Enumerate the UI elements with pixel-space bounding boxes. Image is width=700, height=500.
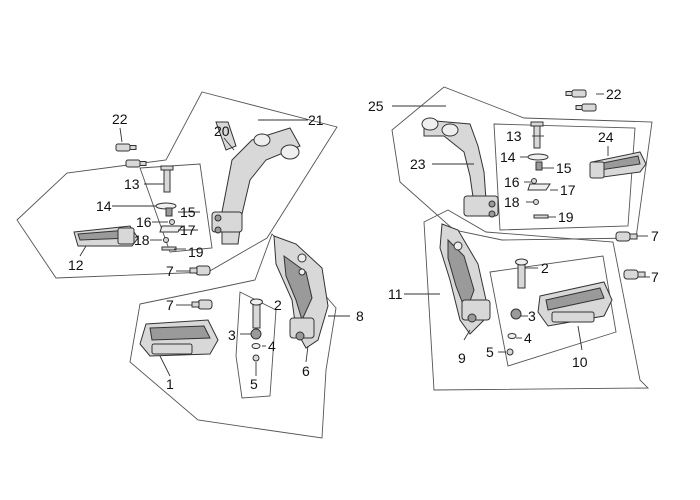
callout-17-left: 17 (180, 222, 196, 238)
bolt-7-left-upper (189, 265, 211, 276)
callout-8: 8 (356, 308, 364, 324)
footrest-10 (537, 281, 613, 327)
bolt-13-right (530, 121, 544, 149)
footrest-24 (589, 151, 647, 179)
spring-15-left (165, 207, 173, 217)
callout-3-right: 3 (528, 308, 536, 324)
callout-20: 20 (214, 123, 230, 139)
callout-4-right: 4 (524, 330, 532, 346)
washer-4-right (507, 333, 517, 339)
left-lower-group-outline (129, 233, 337, 439)
callout-13-right: 13 (506, 128, 522, 144)
plate-17-right (527, 183, 551, 191)
footrest-bracket-9 (439, 223, 491, 335)
callout-22-right: 22 (606, 86, 622, 102)
callout-labels: 22 21 20 13 14 15 16 17 18 19 12 7 7 2 3… (68, 86, 659, 392)
rear-footrest-bracket-left (211, 121, 301, 245)
bolt-13-left (160, 165, 174, 193)
callout-15-right: 15 (556, 160, 572, 176)
pin-2-right (515, 258, 528, 289)
clip-18-right (533, 199, 539, 205)
callout-9: 9 (458, 350, 466, 366)
right-upper-detail-box (493, 123, 636, 231)
callout-4-left: 4 (268, 338, 276, 354)
callout-24: 24 (598, 129, 614, 145)
callout-7-right-upper: 7 (651, 228, 659, 244)
left-lower-detail-box (235, 291, 277, 399)
callout-14-left: 14 (96, 198, 112, 214)
ball-16-left (169, 219, 175, 225)
clip-5-left (252, 354, 260, 362)
spring-15-right (535, 161, 543, 171)
left-upper-detail-box (139, 163, 213, 253)
callout-7-left-lower: 7 (166, 297, 174, 313)
callout-1: 1 (166, 376, 174, 392)
callout-16-left: 16 (136, 214, 152, 230)
spring-3-left (250, 328, 262, 340)
ball-16-right (531, 178, 537, 184)
bolt-22-left-a (115, 143, 137, 152)
callout-2-left: 2 (274, 297, 282, 313)
callout-10: 10 (572, 354, 588, 370)
callout-7-right-lower: 7 (651, 269, 659, 285)
washer-14-right (527, 153, 549, 161)
bolt-22-right-b (575, 103, 597, 112)
leader-lines (79, 93, 650, 377)
callout-5-right: 5 (486, 344, 494, 360)
bolt-22-left-b (125, 159, 147, 168)
callout-22-left: 22 (112, 111, 128, 127)
callout-15-left: 15 (180, 204, 196, 220)
spring-3-right (510, 308, 522, 320)
callout-16-right: 16 (504, 174, 520, 190)
callout-13-left: 13 (124, 176, 140, 192)
callout-5-left: 5 (250, 376, 258, 392)
pin-2-left (250, 298, 263, 329)
footrest-1 (139, 319, 219, 357)
rear-footrest-bracket-right (421, 117, 499, 218)
bolt-7-right-upper (615, 231, 638, 242)
callout-11: 11 (388, 286, 403, 302)
callout-7-left-upper: 7 (166, 263, 174, 279)
callout-17-right: 17 (560, 182, 576, 198)
callout-14-right: 14 (500, 149, 516, 165)
callout-23: 23 (410, 156, 426, 172)
clip-5-right (506, 348, 514, 356)
callout-3-left: 3 (228, 327, 236, 343)
callout-18-right: 18 (504, 194, 520, 210)
callout-19-left: 19 (188, 244, 204, 260)
pin-19-left (161, 246, 177, 251)
plate-17-left (159, 225, 183, 233)
callout-19-right: 19 (558, 209, 574, 225)
bolt-7-left-lower (191, 299, 213, 310)
callout-12: 12 (68, 257, 84, 273)
callout-25: 25 (368, 98, 384, 114)
footrest-bracket-6 (273, 235, 329, 349)
washer-4-left (251, 343, 261, 349)
callout-2-right: 2 (541, 260, 549, 276)
bolt-7-right-lower (623, 269, 646, 280)
footrest-left (73, 225, 139, 247)
clip-18-left (163, 237, 169, 243)
callout-18-left: 18 (134, 232, 150, 248)
right-lower-group-outline (423, 209, 650, 391)
right-lower-detail-box (489, 255, 617, 367)
callout-21: 21 (308, 112, 324, 128)
pin-19-right (533, 214, 549, 219)
callout-6: 6 (302, 363, 310, 379)
bolt-22-right-a (565, 89, 587, 98)
